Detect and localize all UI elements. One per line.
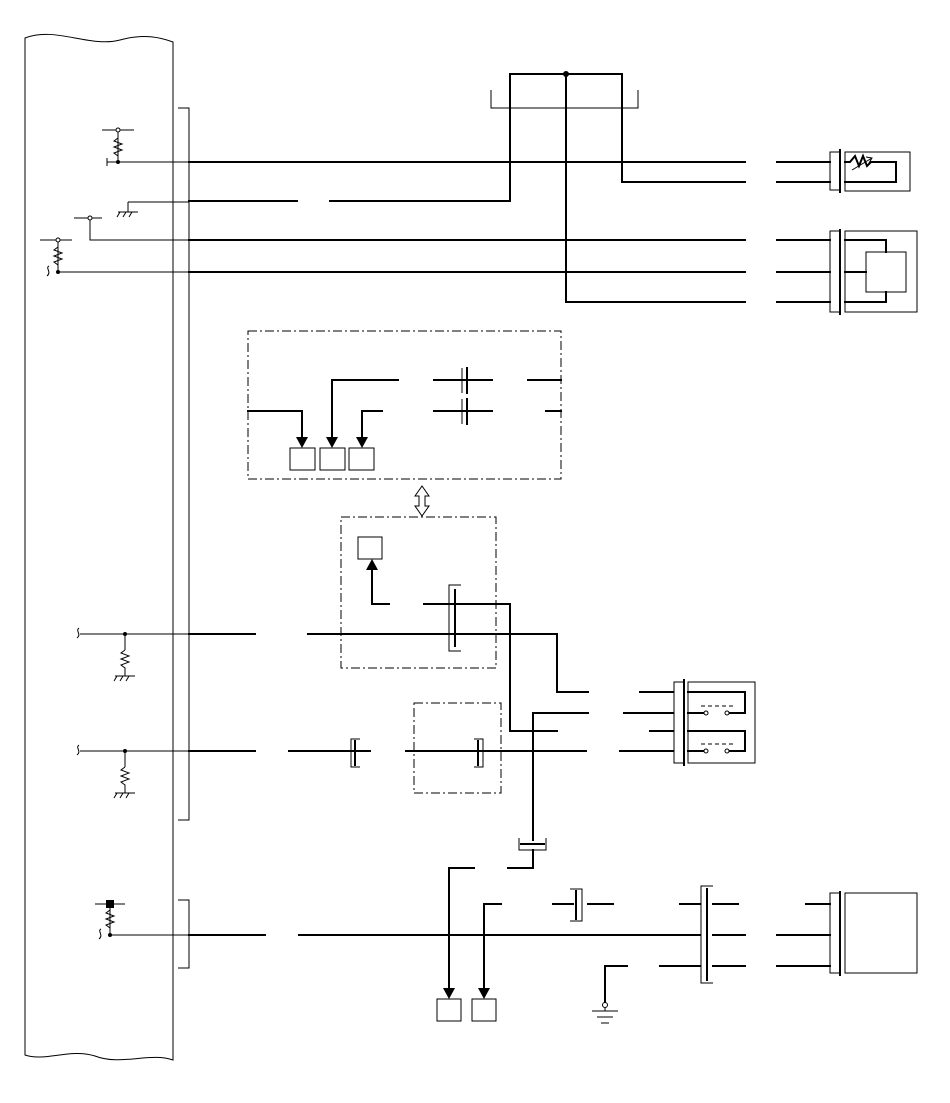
connector-upper — [178, 107, 190, 821]
resistor-icon — [104, 909, 116, 929]
module-lower-right — [829, 891, 918, 976]
arrow-icon — [443, 988, 455, 999]
ground-icon — [113, 675, 135, 682]
internal-circuit-1 — [102, 127, 189, 166]
module-box-1 — [247, 330, 562, 480]
top-splice — [490, 71, 639, 303]
sensor-mid-right — [829, 229, 918, 315]
internal-circuit-3 — [40, 237, 189, 277]
switch-pair-right — [619, 679, 756, 766]
internal-circuit-2 — [74, 201, 189, 241]
ground-icon — [592, 1008, 618, 1024]
arrow-icon — [851, 156, 873, 171]
sensor-upper-right — [829, 149, 911, 193]
resistor-icon — [112, 137, 124, 157]
internal-circuit-6 — [95, 900, 189, 940]
module-box-2 — [340, 516, 558, 732]
resistor-icon — [52, 246, 64, 266]
upper-wires — [188, 161, 831, 303]
arrow-icon — [478, 988, 490, 999]
arrow-icon — [296, 437, 308, 448]
arrow-icon — [366, 559, 378, 570]
lower-wires — [188, 849, 831, 1022]
connector-lower — [178, 899, 190, 969]
arrow-icon — [356, 437, 368, 448]
control-unit — [24, 33, 174, 1061]
internal-circuit-4 — [76, 627, 189, 682]
wire-751 — [188, 702, 589, 841]
ground-icon — [116, 211, 138, 218]
resistor-icon — [119, 766, 131, 793]
resistor-icon — [119, 649, 131, 676]
ground-icon — [113, 792, 135, 799]
internal-circuit-5 — [76, 744, 189, 799]
ground-symbol — [592, 1002, 618, 1024]
double-arrow-icon — [414, 485, 430, 517]
arrow-icon — [326, 437, 338, 448]
wire-634 — [188, 633, 589, 693]
